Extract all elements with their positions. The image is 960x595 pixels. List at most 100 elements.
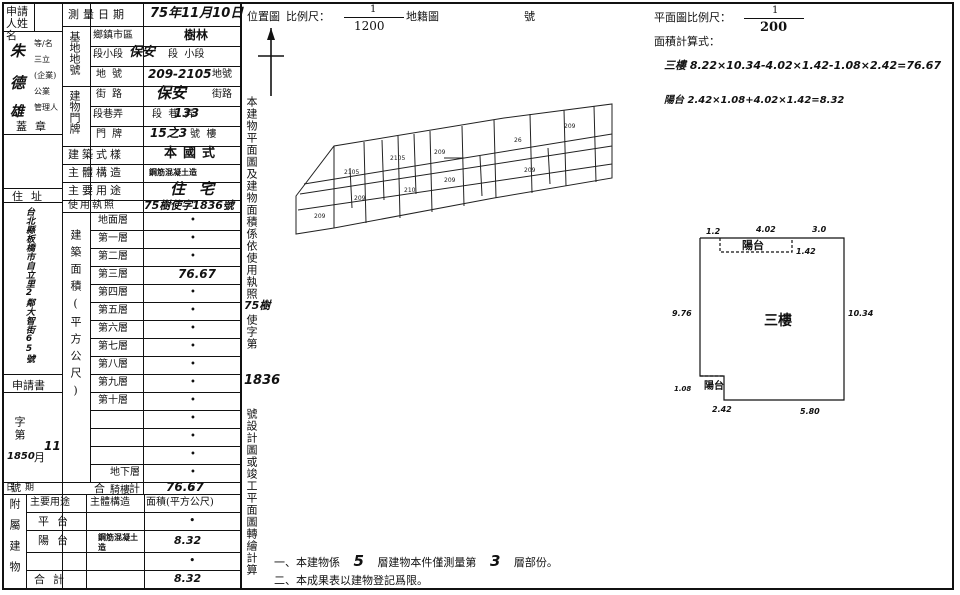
applicant-note: 等/名 三立 (企業) 公業 管理人 bbox=[34, 39, 58, 112]
permit-label: 使用執照 bbox=[68, 200, 116, 211]
note-2: 二、本成果表以建物登記爲限。 bbox=[274, 574, 428, 587]
svg-text:2105: 2105 bbox=[344, 169, 359, 176]
svg-text:209: 209 bbox=[434, 149, 446, 156]
number-value: 1850 bbox=[7, 451, 35, 462]
calc-line-2: 陽台 2.42×1.08+4.02×1.42=8.32 bbox=[664, 95, 845, 106]
floor-label: 第五層 bbox=[98, 305, 128, 316]
floor-value: • bbox=[190, 467, 196, 478]
floor-label: 第六層 bbox=[98, 323, 128, 334]
note-1-val2: 3 bbox=[489, 552, 501, 570]
floor-label: 地下層 bbox=[110, 467, 140, 478]
annex-area-1: • bbox=[189, 514, 196, 527]
floor-label: 地面層 bbox=[98, 215, 128, 226]
scale-label: 比例尺： bbox=[286, 10, 330, 23]
svg-text:209: 209 bbox=[564, 123, 576, 130]
dim-top-b: 4.02 bbox=[756, 225, 776, 234]
left-bottom-label: 號 bbox=[10, 481, 21, 494]
floor-value: • bbox=[190, 485, 196, 496]
number-suffix: 號 樓 bbox=[190, 129, 217, 140]
annex-area-2: 8.32 bbox=[174, 534, 202, 547]
number-value-form: 15之3 bbox=[150, 126, 188, 140]
lane-suffix: 段 巷 弄 bbox=[152, 109, 195, 120]
floor-value: • bbox=[190, 449, 196, 460]
floor-value: • bbox=[190, 341, 196, 352]
scale-den: 1200 bbox=[354, 19, 385, 33]
floor-plan bbox=[699, 237, 845, 401]
use-label: 主要用途 bbox=[68, 184, 124, 197]
survey-date-value: 75年11月10日 bbox=[150, 6, 244, 21]
floor-label: 第四層 bbox=[98, 287, 128, 298]
dim-right-small: 1.42 bbox=[796, 247, 816, 256]
floor-label: 第一層 bbox=[98, 233, 128, 244]
floor-label: 第八層 bbox=[98, 359, 128, 370]
style-value: 本國式 bbox=[164, 146, 222, 161]
annex-label: 附屬建物 bbox=[8, 498, 21, 582]
annex-total-label: 合計 bbox=[34, 573, 72, 586]
north-arrow-icon bbox=[258, 28, 284, 96]
note-1-pre: 一、本建物係 bbox=[274, 556, 340, 569]
month-label: 月 bbox=[34, 451, 45, 464]
seal-label: 蓋章 bbox=[16, 120, 54, 133]
annex-area-3: • bbox=[189, 554, 196, 567]
floor-value: • bbox=[190, 395, 196, 406]
application-label: 申請書 bbox=[12, 379, 45, 392]
balcony-bottom-label: 陽台 bbox=[704, 381, 724, 392]
dim-left: 9.76 bbox=[672, 309, 692, 318]
vertical-text-1: 本建物平面圖及建物面積係依使用執照 bbox=[245, 96, 258, 300]
number-label: 字第 bbox=[13, 416, 26, 442]
calc-line-1: 三樓 8.22×10.34-4.02×1.42-1.08×2.42=76.67 bbox=[664, 59, 942, 72]
township-label: 鄉鎮市區 bbox=[93, 30, 133, 41]
annex-use-2: 陽台 bbox=[38, 534, 76, 547]
area-label: 建築面積(平方公尺) bbox=[69, 229, 82, 403]
annex-use-1: 平台 bbox=[38, 515, 76, 528]
base-label: 基地地號 bbox=[68, 31, 81, 75]
floor-value: • bbox=[190, 413, 196, 424]
floor-value: • bbox=[190, 215, 196, 226]
floor-label: 第十層 bbox=[98, 395, 128, 406]
floor-value: • bbox=[190, 377, 196, 388]
dim-right: 10.34 bbox=[848, 309, 874, 318]
month-value: 11 bbox=[44, 439, 61, 453]
applicant-label: 申請人姓名 bbox=[6, 5, 28, 42]
floor-value: • bbox=[190, 305, 196, 316]
floor-value: • bbox=[190, 233, 196, 244]
floor-label: 第七層 bbox=[98, 341, 128, 352]
township-value: 樹林 bbox=[184, 28, 209, 42]
svg-text:209: 209 bbox=[444, 177, 456, 184]
floor-value: 76.67 bbox=[178, 267, 216, 281]
date-label: 日期 bbox=[6, 483, 45, 493]
plan-scale-label: 平面圖比例尺： bbox=[654, 11, 731, 24]
area-calc-label: 面積計算式： bbox=[654, 35, 720, 48]
lane-label: 段巷弄 bbox=[93, 109, 123, 120]
number-label-form: 門牌 bbox=[96, 129, 128, 140]
applicant-name-2: 德 bbox=[10, 74, 26, 92]
floor-label: 第三層 bbox=[98, 269, 128, 280]
use-value: 住宅 bbox=[170, 180, 229, 198]
total-value: 76.67 bbox=[166, 480, 204, 494]
cadastral-number-label: 號 bbox=[524, 10, 535, 23]
lane-value: 133 bbox=[174, 106, 200, 120]
applicant-name-1: 朱 bbox=[10, 42, 26, 60]
note-1-post: 層部份。 bbox=[513, 556, 558, 569]
structure-label: 主體構造 bbox=[68, 166, 124, 179]
note-1-val1: 5 bbox=[353, 552, 364, 570]
svg-text:209: 209 bbox=[524, 167, 536, 174]
permit-value: 75樹使字1836號 bbox=[144, 199, 234, 212]
annex-total-value: 8.32 bbox=[174, 572, 202, 585]
floor-value: • bbox=[190, 359, 196, 370]
street-label: 街路 bbox=[96, 89, 128, 100]
floor-value: • bbox=[190, 431, 196, 442]
floor-value: • bbox=[190, 323, 196, 334]
scale-num: 1 bbox=[370, 4, 377, 15]
section-suffix: 段 小段 bbox=[168, 49, 205, 60]
note-1: 一、本建物係 5 層建物本件僅測量第 3 層部份。 bbox=[274, 552, 558, 570]
floor-plan-label: 三樓 bbox=[764, 313, 792, 329]
vertical-value-1: 75樹 bbox=[244, 299, 271, 312]
section-label: 段小段 bbox=[93, 49, 123, 60]
balcony-top-label: 陽台 bbox=[742, 239, 764, 252]
svg-text:209: 209 bbox=[314, 213, 326, 220]
annex-struct-2: 鋼筋混凝土造 bbox=[98, 532, 138, 552]
